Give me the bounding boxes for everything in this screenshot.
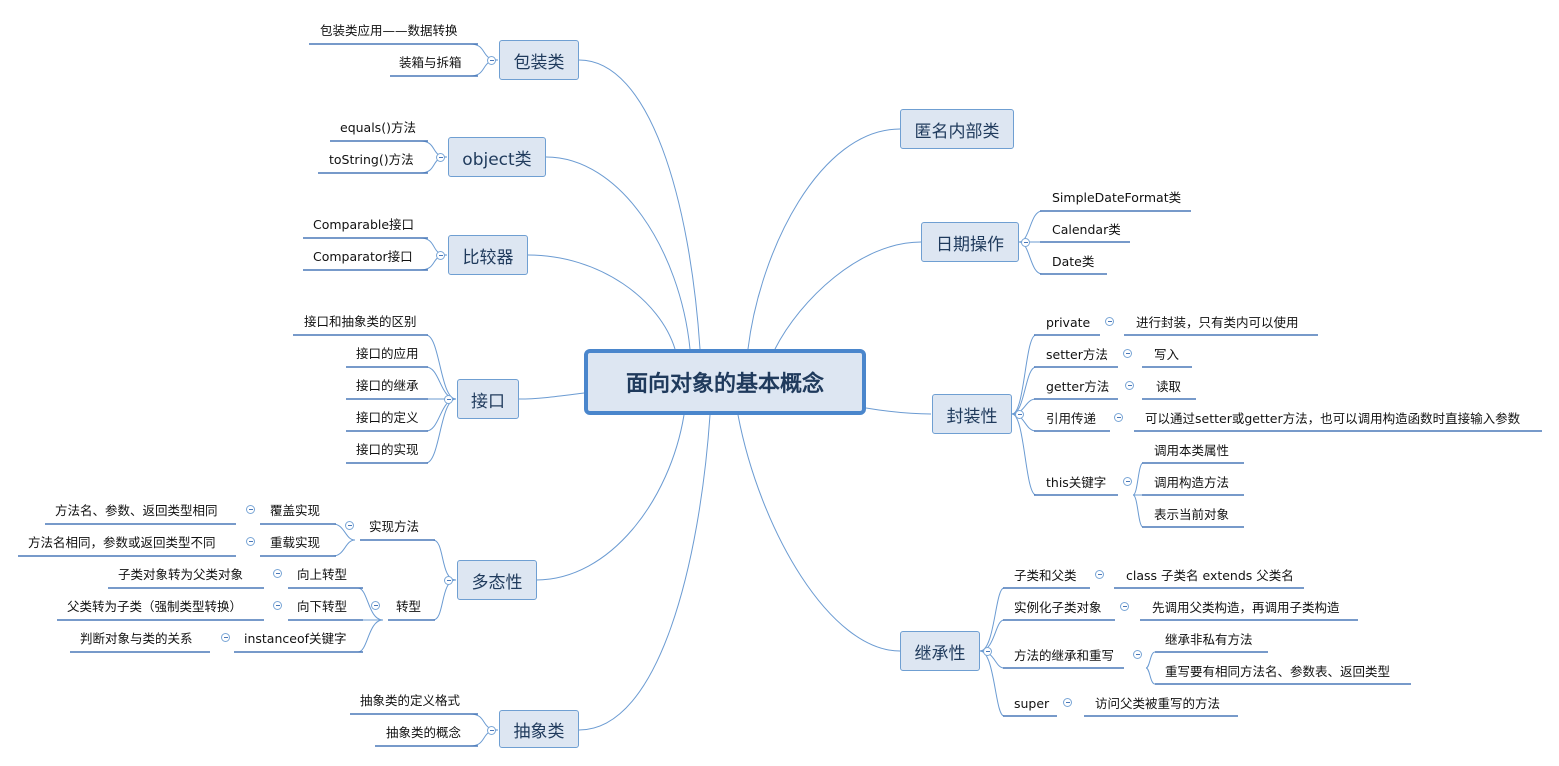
inherit-super-detail[interactable]: 访问父类被重写的方法 (1095, 696, 1221, 711)
collapse-icon[interactable] (1120, 602, 1129, 611)
collapse-icon[interactable] (221, 633, 230, 642)
node-anonymous-inner-class[interactable]: 匿名内部类 (900, 109, 1014, 149)
interface-item[interactable]: 接口的应用 (356, 346, 419, 361)
poly-override-label[interactable]: 覆盖实现 (270, 503, 321, 518)
encap-ref-detail[interactable]: 可以通过setter或getter方法，也可以调用构造函数时直接输入参数 (1145, 411, 1521, 426)
root-node[interactable]: 面向对象的基本概念 (584, 349, 866, 415)
encap-ref-label[interactable]: 引用传递 (1046, 411, 1097, 426)
wrapper-item[interactable]: 装箱与拆箱 (399, 55, 462, 70)
encap-getter-detail[interactable]: 读取 (1156, 379, 1182, 394)
date-item[interactable]: Date类 (1052, 254, 1095, 269)
object-item[interactable]: toString()方法 (329, 152, 414, 167)
inherit-methods-detail[interactable]: 重写要有相同方法名、参数表、返回类型 (1165, 664, 1391, 679)
collapse-icon[interactable] (1015, 410, 1024, 419)
collapse-icon[interactable] (345, 521, 354, 530)
poly-override-detail[interactable]: 方法名、参数、返回类型相同 (55, 503, 218, 518)
collapse-icon[interactable] (487, 56, 496, 65)
collapse-icon[interactable] (487, 726, 496, 735)
node-encapsulation[interactable]: 封装性 (932, 394, 1012, 434)
collapse-icon[interactable] (1095, 570, 1104, 579)
comparator-item[interactable]: Comparable接口 (313, 217, 415, 232)
collapse-icon[interactable] (444, 395, 453, 404)
inherit-inst-detail[interactable]: 先调用父类构造，再调用子类构造 (1152, 600, 1340, 615)
comparator-item[interactable]: Comparator接口 (313, 249, 413, 264)
poly-instanceof-label[interactable]: instanceof关键字 (244, 631, 347, 646)
node-abstract-class[interactable]: 抽象类 (499, 710, 579, 748)
interface-item[interactable]: 接口的继承 (356, 378, 419, 393)
collapse-icon[interactable] (436, 153, 445, 162)
inherit-sub-label[interactable]: 子类和父类 (1014, 568, 1077, 583)
encap-this-detail[interactable]: 调用构造方法 (1154, 475, 1230, 490)
collapse-icon[interactable] (436, 251, 445, 260)
collapse-icon[interactable] (1105, 317, 1114, 326)
poly-cast-label[interactable]: 转型 (396, 599, 422, 614)
collapse-icon[interactable] (1114, 413, 1123, 422)
date-item[interactable]: Calendar类 (1052, 222, 1121, 237)
collapse-icon[interactable] (1123, 349, 1132, 358)
collapse-icon[interactable] (1063, 698, 1072, 707)
poly-overload-label[interactable]: 重载实现 (270, 535, 321, 550)
node-wrapper-class[interactable]: 包装类 (499, 40, 579, 80)
date-item[interactable]: SimpleDateFormat类 (1052, 190, 1182, 205)
interface-item[interactable]: 接口和抽象类的区别 (304, 314, 417, 329)
encap-getter-label[interactable]: getter方法 (1046, 379, 1110, 394)
interface-item[interactable]: 接口的实现 (356, 442, 419, 457)
inherit-sub-detail[interactable]: class 子类名 extends 父类名 (1126, 568, 1294, 583)
encap-private-detail[interactable]: 进行封装，只有类内可以使用 (1136, 315, 1299, 330)
poly-downcast-detail[interactable]: 父类转为子类（强制类型转换） (67, 599, 243, 614)
poly-upcast-detail[interactable]: 子类对象转为父类对象 (118, 567, 244, 582)
abstract-item[interactable]: 抽象类的定义格式 (360, 693, 461, 708)
abstract-item[interactable]: 抽象类的概念 (386, 725, 462, 740)
collapse-icon[interactable] (273, 601, 282, 610)
node-date-operations[interactable]: 日期操作 (921, 222, 1019, 262)
encap-setter-detail[interactable]: 写入 (1154, 347, 1180, 362)
collapse-icon[interactable] (246, 505, 255, 514)
collapse-icon[interactable] (983, 647, 992, 656)
inherit-inst-label[interactable]: 实例化子类对象 (1014, 600, 1102, 615)
collapse-icon[interactable] (273, 569, 282, 578)
node-object-class[interactable]: object类 (448, 137, 546, 177)
encap-this-label[interactable]: this关键字 (1046, 475, 1107, 490)
poly-impl-label[interactable]: 实现方法 (369, 519, 420, 534)
node-polymorphism[interactable]: 多态性 (457, 560, 537, 600)
node-comparator[interactable]: 比较器 (448, 235, 528, 275)
collapse-icon[interactable] (1125, 381, 1134, 390)
collapse-icon[interactable] (444, 576, 453, 585)
poly-downcast-label[interactable]: 向下转型 (297, 599, 348, 614)
collapse-icon[interactable] (1133, 650, 1142, 659)
encap-this-detail[interactable]: 调用本类属性 (1154, 443, 1230, 458)
encap-private-label[interactable]: private (1046, 315, 1091, 330)
collapse-icon[interactable] (1021, 238, 1030, 247)
wrapper-item[interactable]: 包装类应用——数据转换 (320, 23, 458, 38)
poly-upcast-label[interactable]: 向上转型 (297, 567, 348, 582)
collapse-icon[interactable] (246, 537, 255, 546)
node-inheritance[interactable]: 继承性 (900, 631, 980, 671)
node-interface[interactable]: 接口 (457, 379, 519, 419)
encap-setter-label[interactable]: setter方法 (1046, 347, 1108, 362)
inherit-methods-detail[interactable]: 继承非私有方法 (1165, 632, 1253, 647)
poly-instanceof-detail[interactable]: 判断对象与类的关系 (80, 631, 193, 646)
encap-this-detail[interactable]: 表示当前对象 (1154, 507, 1230, 522)
collapse-icon[interactable] (371, 601, 380, 610)
object-item[interactable]: equals()方法 (340, 120, 416, 135)
poly-overload-detail[interactable]: 方法名相同，参数或返回类型不同 (28, 535, 216, 550)
inherit-methods-label[interactable]: 方法的继承和重写 (1014, 648, 1115, 663)
collapse-icon[interactable] (1123, 477, 1132, 486)
interface-item[interactable]: 接口的定义 (356, 410, 419, 425)
inherit-super-label[interactable]: super (1014, 696, 1050, 711)
